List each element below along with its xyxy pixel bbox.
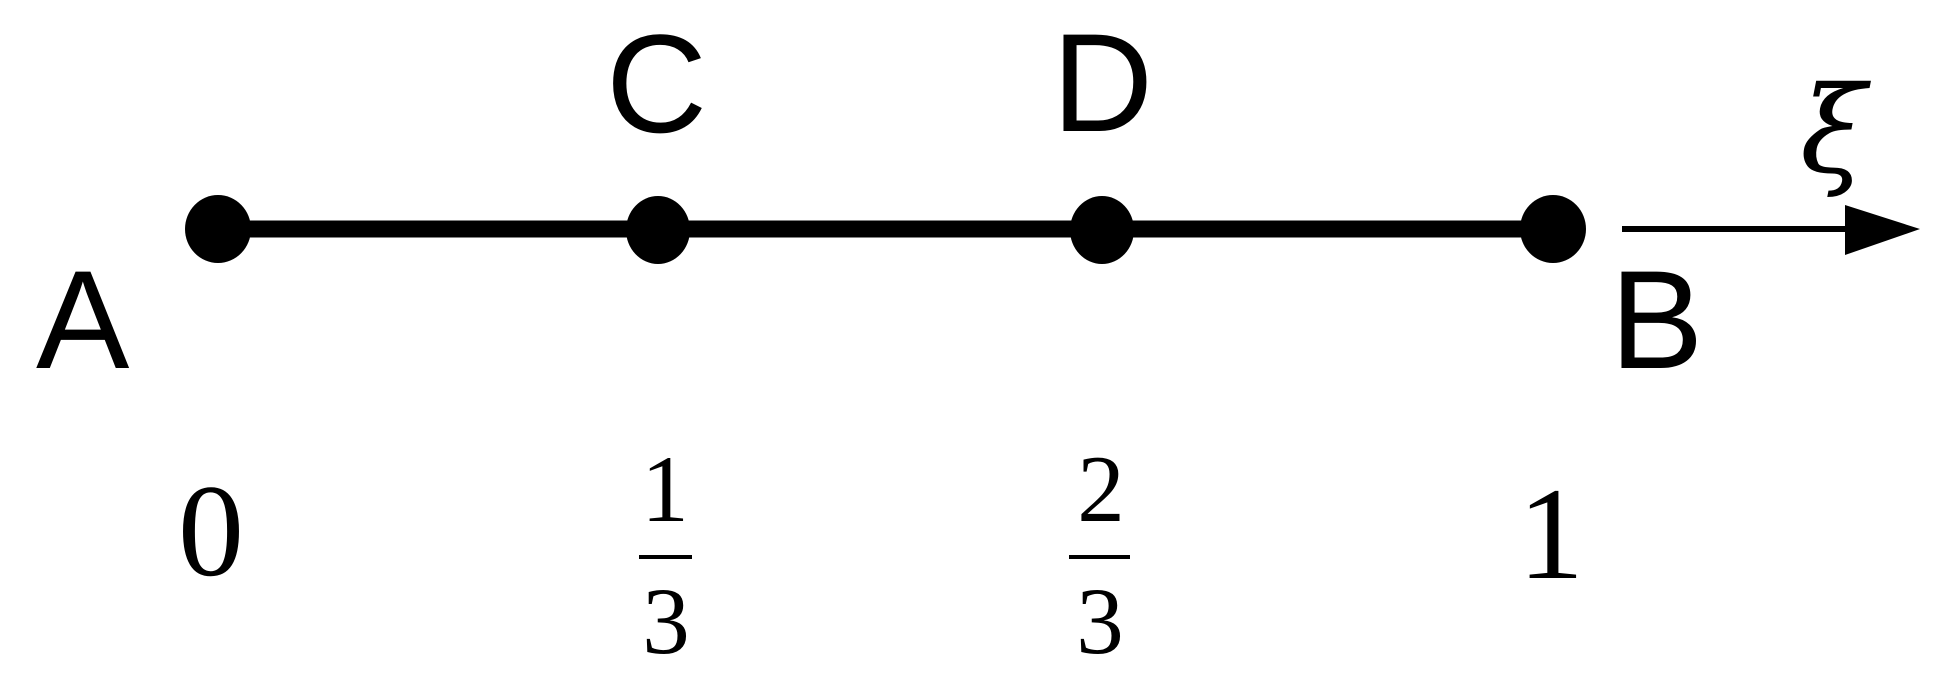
axis-symbol-xi: ξ (1800, 62, 1871, 201)
xi-axis-arrow-icon (1622, 205, 1920, 255)
label-d: D (1052, 4, 1153, 161)
node-c (626, 196, 690, 264)
label-b: B (1610, 241, 1703, 398)
coord-a: 0 (178, 457, 244, 604)
coord-d-numerator: 2 (1077, 436, 1125, 542)
coord-d-denominator: 3 (1076, 568, 1124, 674)
coord-c-denominator: 3 (642, 568, 690, 674)
node-a (185, 195, 251, 263)
node-b (1520, 195, 1586, 263)
coord-d-fraction: 2 3 (1069, 436, 1130, 674)
label-a: A (36, 241, 130, 398)
node-d (1070, 196, 1134, 264)
label-c: C (606, 5, 707, 162)
coord-c-numerator: 1 (641, 436, 689, 542)
coord-c-fraction: 1 3 (639, 436, 692, 674)
coord-b: 1 (1518, 460, 1584, 607)
